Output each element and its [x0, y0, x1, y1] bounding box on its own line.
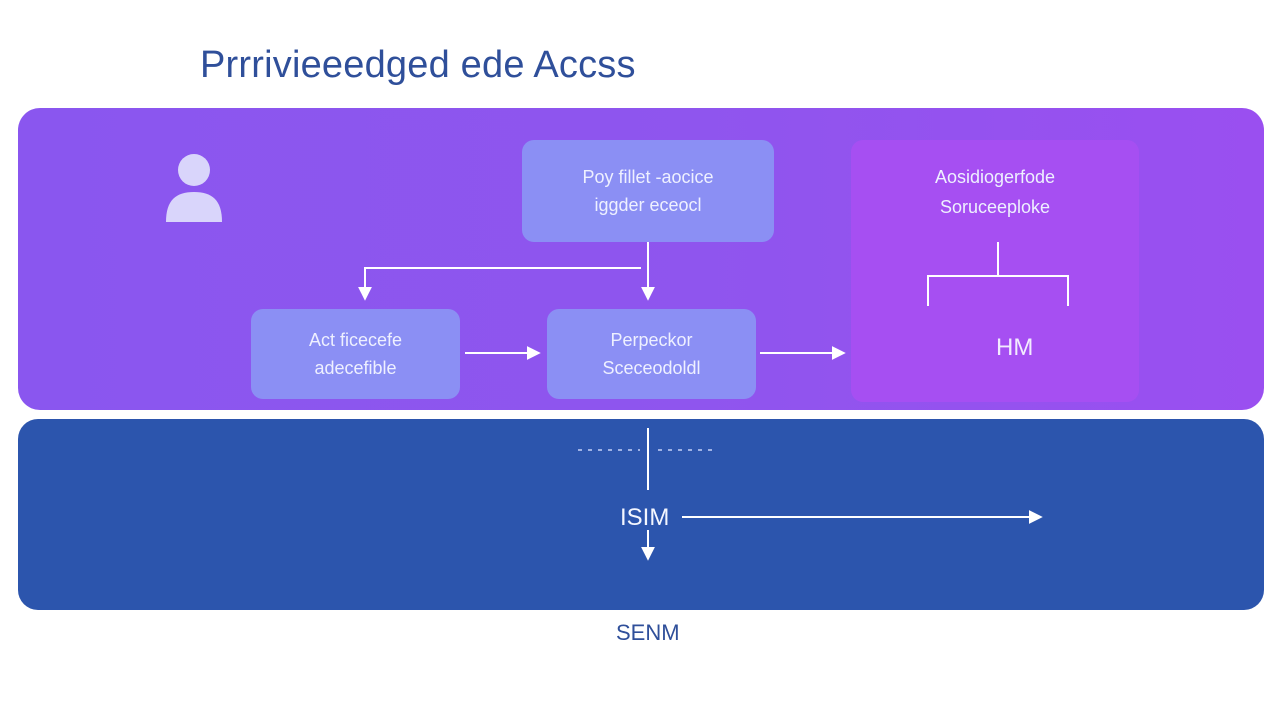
perspective-box: Perpeckor Sceceodoldl: [547, 309, 756, 399]
perspective-box-line1: Perpeckor: [610, 330, 693, 350]
user-icon: [166, 154, 222, 222]
hm-label: HM: [996, 334, 1034, 361]
access-box-line1: Act ficecefe: [308, 330, 403, 350]
diagram-title: Prrrivieeedged ede Accss: [200, 44, 636, 86]
source-box-line1: Aosidiogerfode: [934, 167, 1056, 187]
perspective-box-line2: Sceceodoldl: [602, 358, 701, 378]
policy-box: Poy fillet -aocice iggder eceocl: [522, 140, 774, 242]
access-box: Act ficecefe adecefible: [251, 309, 460, 399]
policy-box-line2: iggder eceocl: [594, 195, 702, 215]
bottom-band: [18, 419, 1264, 610]
source-box-line2: Soruceeploke: [939, 197, 1051, 217]
senm-label: SENM: [616, 620, 680, 645]
isim-label: ISIM: [620, 504, 670, 531]
source-box: Aosidiogerfode Soruceeploke: [851, 140, 1139, 402]
access-box-line2: adecefible: [314, 358, 397, 378]
policy-box-line1: Poy fillet -aocice: [582, 167, 714, 187]
